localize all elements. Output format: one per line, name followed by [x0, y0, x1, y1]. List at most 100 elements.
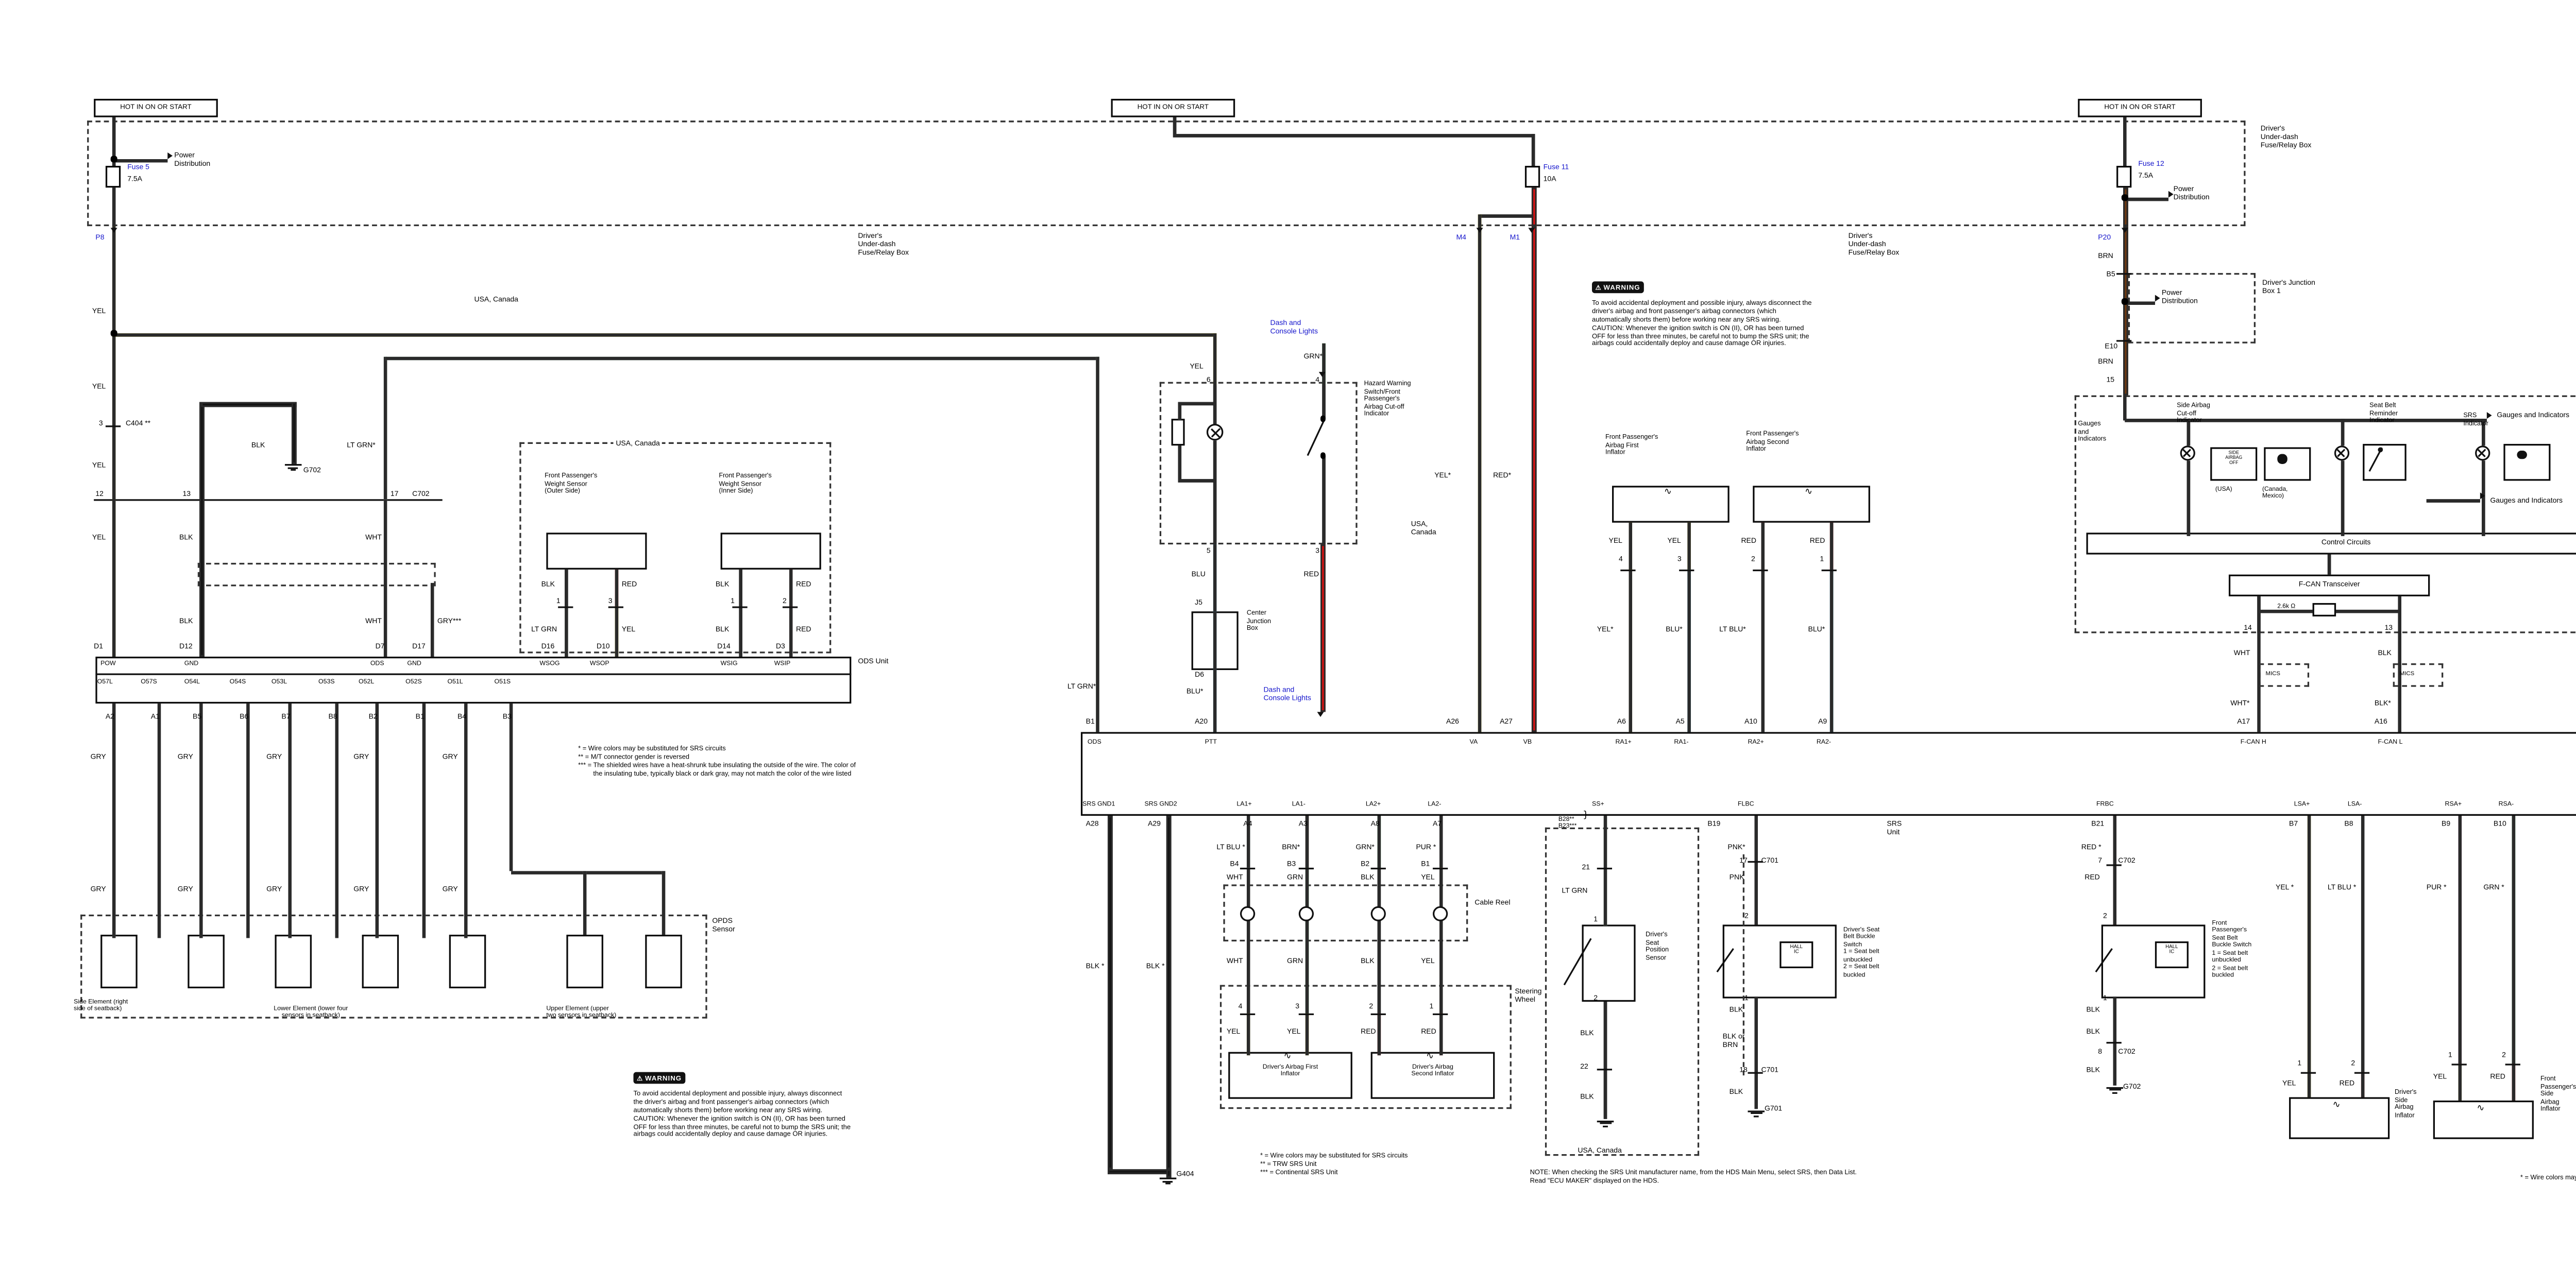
diagram-label: Driver's Under-dash Fuse/Relay Box	[858, 231, 909, 257]
diagram-label: BLK	[179, 616, 193, 625]
diagram-label: G404	[1176, 1168, 1194, 1177]
inflator-symbol: ∿	[2477, 1103, 2485, 1113]
note-item: * = Wire colors may be substituted for S…	[1260, 1151, 1408, 1159]
diagram-label: GND	[407, 659, 421, 666]
weight-sensor-outer-box	[546, 533, 647, 570]
diagram-label: A2	[105, 711, 115, 719]
wire-black	[1604, 1002, 1607, 1119]
indicator-lamp-icon	[2474, 444, 2489, 460]
wire-yellow	[1439, 867, 1444, 1014]
diagram-label: GRY	[177, 752, 193, 761]
wire-black	[1172, 117, 1176, 134]
wire-red	[2361, 1072, 2365, 1097]
wire-black	[1321, 385, 1325, 419]
side-airbag-icon-box	[2264, 447, 2311, 481]
diagram-label: 2	[1369, 1002, 1374, 1010]
diagram-label: A26	[1446, 717, 1459, 726]
wire-red	[1829, 522, 1833, 570]
arrow-right-icon	[2155, 295, 2160, 302]
diagram-label: C701	[1761, 1065, 1778, 1074]
wire-mark	[1240, 1013, 1256, 1016]
diagram-label: LT BLU*	[1719, 625, 1746, 633]
driver-side-airbag-inflator-box	[2289, 1097, 2390, 1139]
diagram-label: MICS	[2265, 669, 2280, 676]
wire-black	[1378, 867, 1381, 1014]
diagram-label: LA1+	[1236, 800, 1252, 807]
diagram-label: 1	[1429, 1002, 1434, 1010]
diagram-label: GRY	[353, 752, 369, 761]
diagram-label: F-CAN H	[2240, 737, 2266, 745]
wire-pink	[1755, 816, 1758, 925]
wire-black	[2398, 596, 2401, 633]
diagram-label: B1	[1086, 717, 1095, 726]
diagram-label: 21	[1582, 862, 1590, 870]
diagram-label: BLK*	[2374, 698, 2391, 707]
warning-icon: ⚠	[636, 1075, 643, 1082]
wire-mark	[2106, 1042, 2122, 1044]
wire-black	[2336, 609, 2400, 613]
diagram-label: D1	[94, 641, 104, 649]
diagram-label: 2	[1744, 910, 1749, 919]
diagram-label: G702	[2123, 1081, 2141, 1090]
opds-sensor-region	[80, 914, 707, 1019]
diagram-label: B8	[2344, 819, 2353, 828]
wire-ltgreen	[385, 356, 1099, 361]
diagram-label: OPDS Sensor	[712, 916, 735, 933]
diagram-label: B5	[193, 711, 202, 719]
arrow-down-icon	[2121, 228, 2128, 233]
diagram-label: GRY	[266, 752, 282, 761]
diagram-label: A17	[2237, 717, 2250, 726]
wire-mark	[1748, 861, 1763, 863]
connector-label: M4	[1456, 233, 1466, 242]
wire-ltgreen	[1096, 356, 1100, 732]
diagram-label: BLU*	[1808, 625, 1825, 633]
diagram-label: GRY	[442, 752, 458, 761]
warning-icon: ⚠	[1595, 284, 1602, 291]
wire-brown	[2123, 226, 2128, 396]
wire-black	[2398, 633, 2401, 732]
arrow-down-icon	[1318, 372, 1326, 377]
control-circuits-box	[2086, 533, 2576, 555]
diagram-label: 1	[1594, 914, 1598, 922]
wire-yellow	[1628, 569, 1632, 732]
diagram-label: GRY	[353, 884, 369, 893]
wire-mark	[1753, 569, 1768, 572]
wire-yellow	[1628, 522, 1632, 570]
wire-yellow	[1306, 1013, 1309, 1056]
diagram-label: 2	[2103, 910, 2107, 919]
warning-body: To avoid accidental deployment and possi…	[633, 1089, 851, 1138]
wire-yellow	[1687, 522, 1691, 570]
connector-dash-line	[1742, 854, 1744, 1076]
diagram-label: O51L	[447, 677, 463, 684]
diagram-label: A10	[1744, 717, 1757, 726]
diagram-label: BLK	[715, 579, 730, 588]
wire-black	[2327, 554, 2331, 575]
diagram-label: RED	[621, 579, 637, 588]
fuse5-symbol	[105, 166, 121, 188]
diagram-label: 2	[2502, 1050, 2506, 1059]
wire-ltgreen	[384, 356, 388, 500]
wire-black	[1177, 445, 1181, 479]
diagram-label: BLK	[179, 533, 193, 541]
wire-red	[1760, 522, 1765, 570]
diagram-label: GRY	[442, 884, 458, 893]
wire-yellow	[1247, 1013, 1251, 1056]
diagram-label: RSA+	[2445, 800, 2462, 807]
wire-gray	[376, 703, 379, 938]
diagram-label: FRBC	[2096, 800, 2114, 807]
diagram-label: WHT*	[2230, 698, 2250, 707]
diagram-label: A29	[1148, 819, 1161, 828]
wire-mark	[1597, 867, 1613, 870]
diagram-label: 1	[2103, 992, 2107, 1001]
wire-red	[1378, 1013, 1381, 1056]
diagram-label: C404 **	[125, 418, 151, 426]
wire-purple	[1439, 816, 1444, 868]
diagram-label: BLK	[541, 579, 555, 588]
diagram-label: SRS GND1	[1082, 800, 1115, 807]
diagram-label: F-CAN Transceiver	[2298, 579, 2360, 588]
diagram-label: 15	[2106, 375, 2115, 384]
wire-red	[2512, 1063, 2516, 1101]
wire-gray2	[583, 871, 587, 935]
diagram-label: GRN	[1286, 871, 1303, 881]
diagram-label: A8	[1370, 819, 1380, 828]
